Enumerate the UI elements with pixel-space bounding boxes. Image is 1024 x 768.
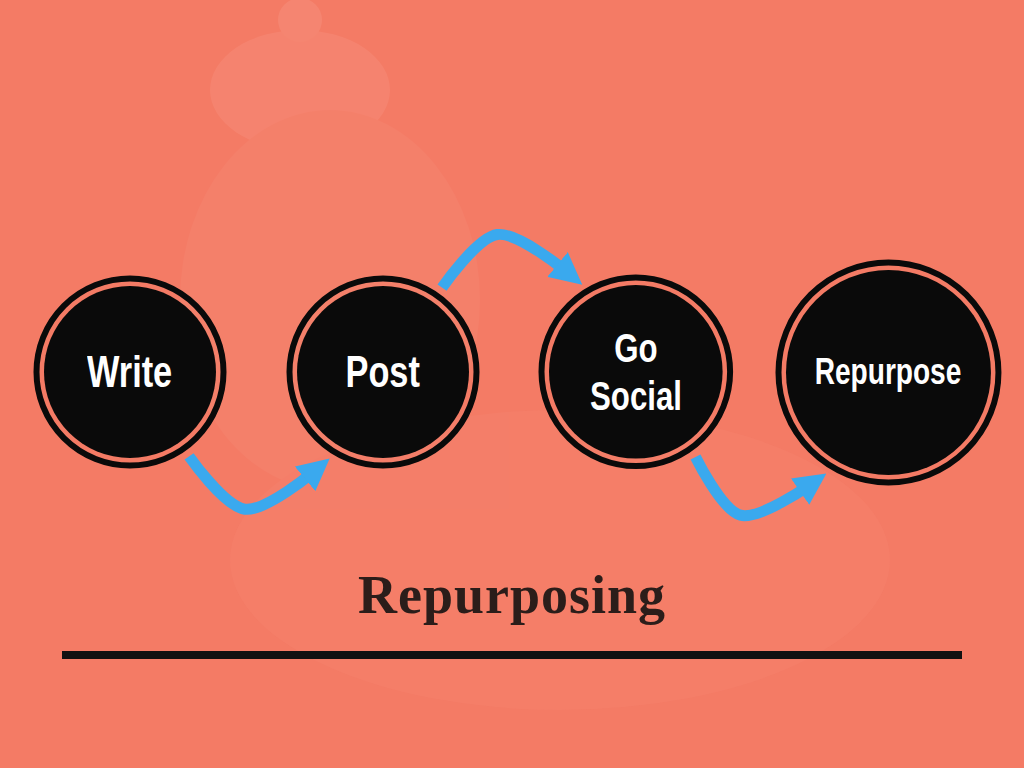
title: Repurposing <box>0 566 1024 625</box>
outer-ring <box>37 279 224 466</box>
step-text-group: Repurpose <box>794 350 982 393</box>
step-text-group: Write <box>75 346 184 399</box>
step-label: Post <box>346 346 420 399</box>
step-label: Repurpose <box>815 350 962 393</box>
outer-ring <box>778 262 998 482</box>
inner-disc <box>549 285 723 459</box>
title-underline <box>62 651 962 659</box>
step-text-group: Go Social <box>571 324 701 420</box>
outer-ring <box>290 279 477 466</box>
outer-ring <box>542 278 731 467</box>
diagram-title: Repurposing <box>358 565 666 625</box>
flow-arrow <box>696 457 808 516</box>
inner-disc <box>297 286 469 458</box>
inner-disc <box>44 286 216 458</box>
step-circle: Post <box>286 275 480 469</box>
step-circle: Go Social <box>538 274 734 470</box>
inner-disc <box>786 270 991 475</box>
circle-outline <box>538 274 734 470</box>
flow-arrow <box>189 456 312 509</box>
step-text-group: Post <box>335 346 430 399</box>
step-circle: Repurpose <box>775 259 1002 486</box>
step-circle: Write <box>33 275 227 469</box>
step-label: Write <box>87 346 172 399</box>
step-label: Go Social <box>585 324 686 420</box>
faded-photo <box>180 0 890 710</box>
flow-arrow <box>442 234 565 287</box>
